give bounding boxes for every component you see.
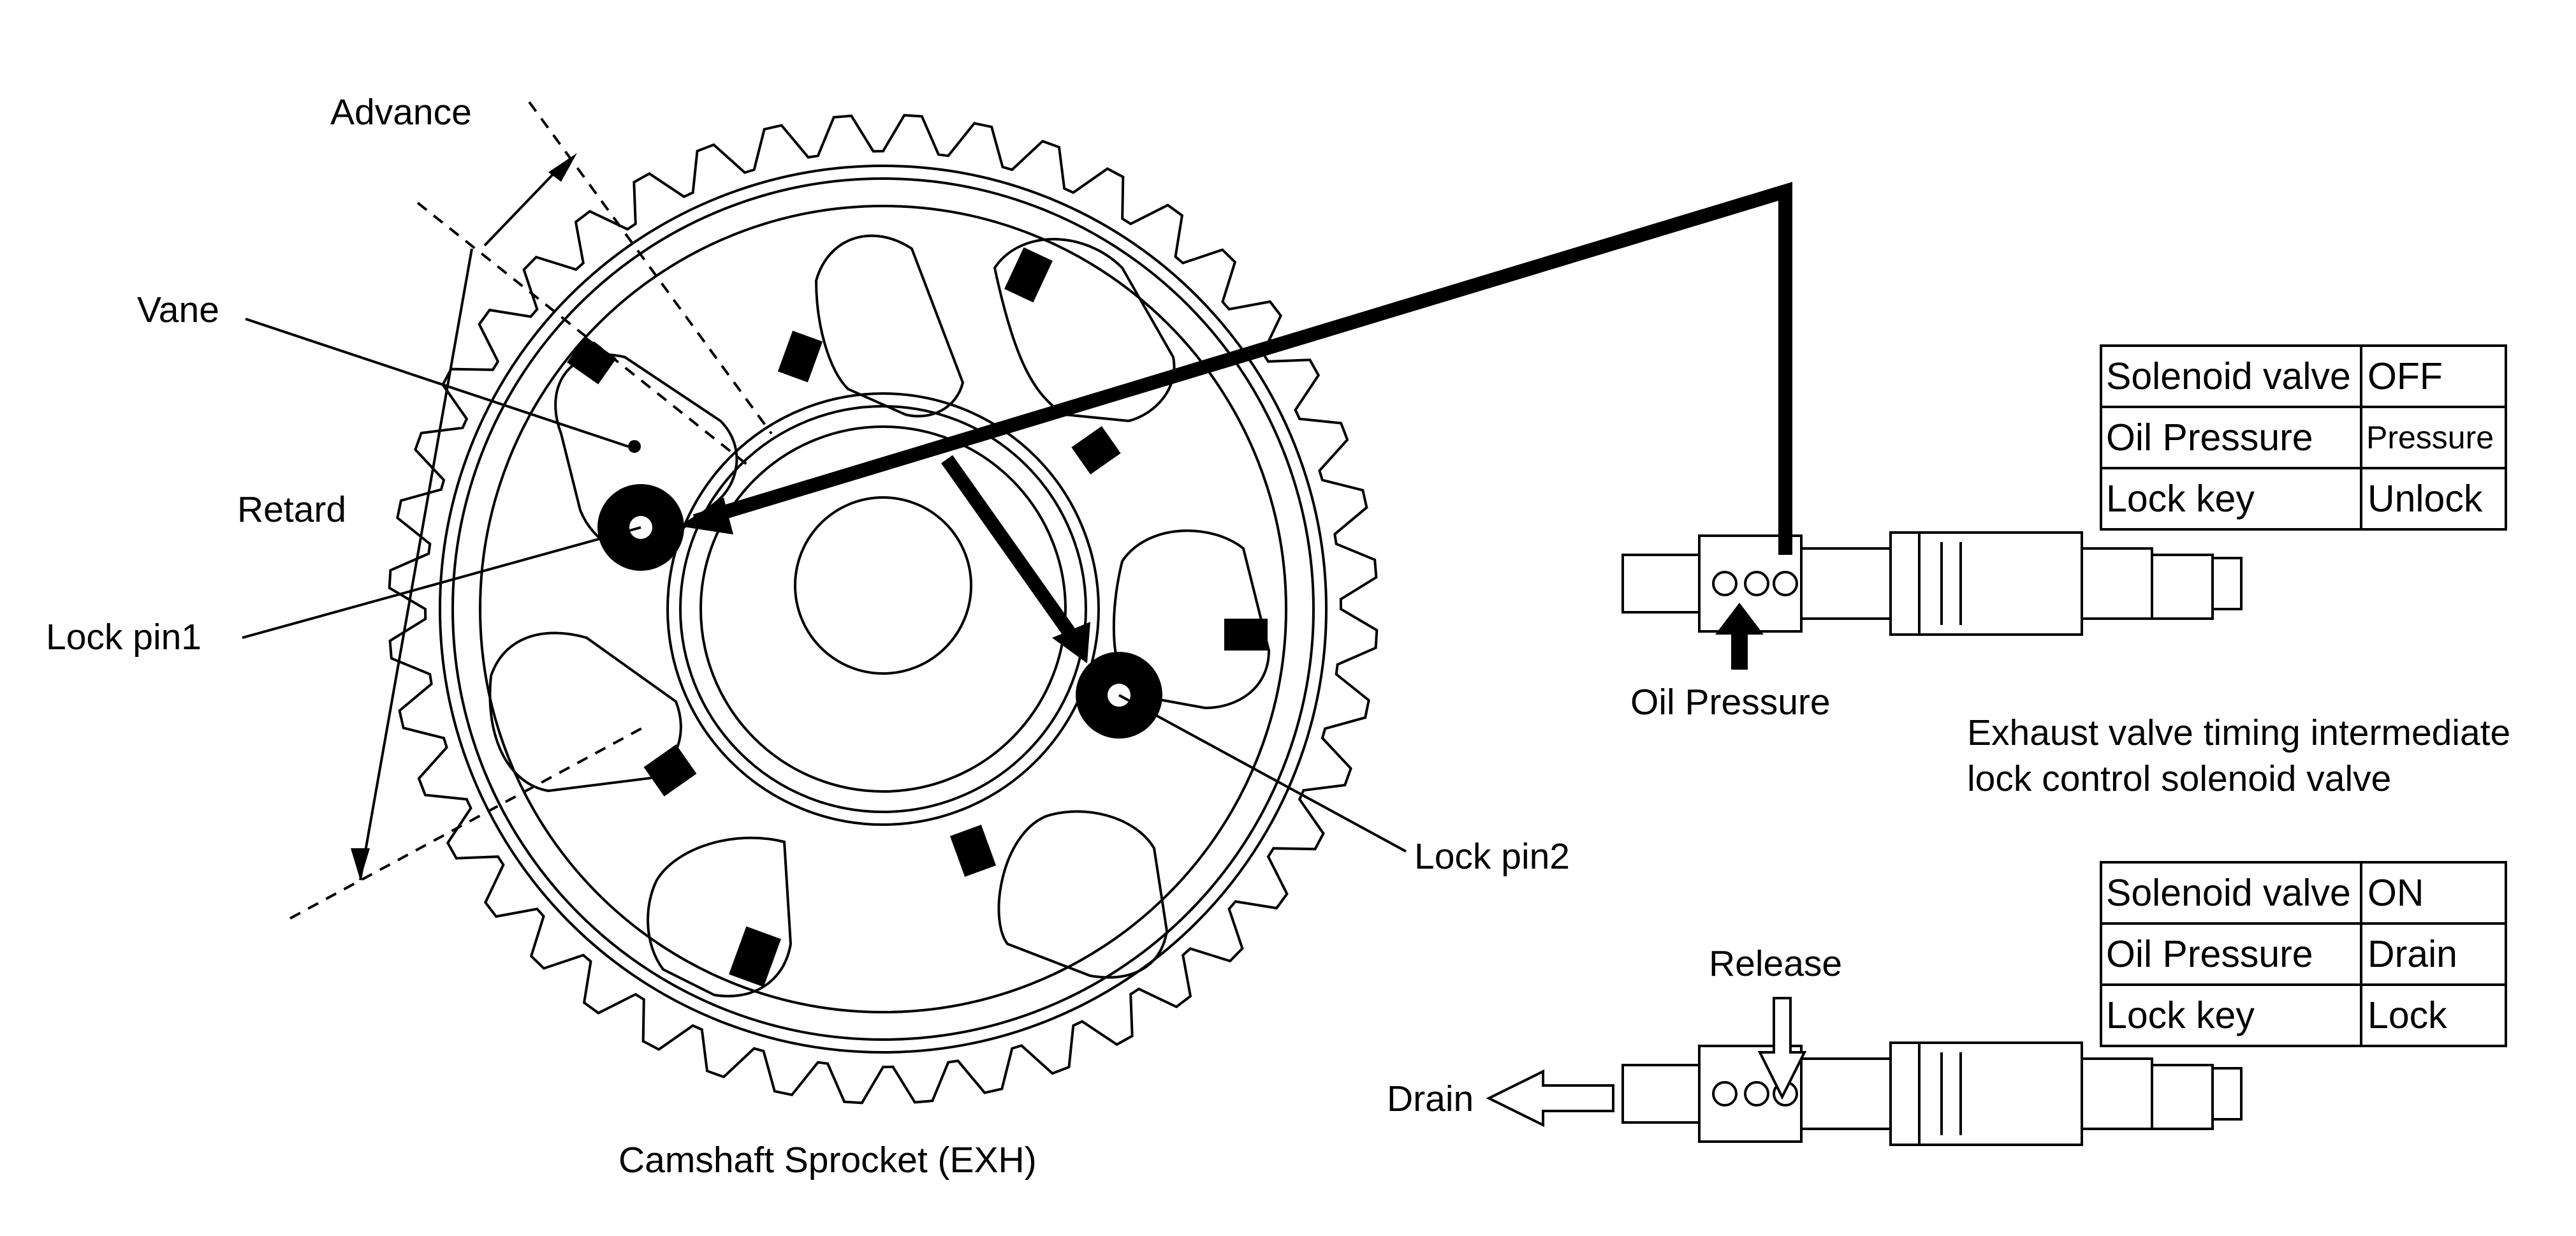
vane-seal bbox=[643, 744, 697, 797]
table-on-key: Oil Pressure bbox=[2106, 933, 2313, 975]
oil-flow-arrows bbox=[679, 182, 1792, 663]
state-table-on: Solenoid valve ON Oil Pressure Drain Loc… bbox=[2100, 861, 2507, 1047]
table-on-value: ON bbox=[2367, 872, 2424, 914]
valve-caption-line1: Exhaust valve timing intermediate bbox=[1967, 712, 2510, 753]
table-off-value: Unlock bbox=[2367, 478, 2483, 520]
table-on-key: Lock key bbox=[2106, 994, 2255, 1036]
center-bore bbox=[794, 496, 972, 675]
table-off-key: Oil Pressure bbox=[2106, 416, 2313, 459]
vane-seal bbox=[567, 336, 617, 385]
drain-arrow bbox=[1486, 1069, 1614, 1128]
drain-label: Drain bbox=[1387, 1078, 1474, 1119]
sprocket-caption: Camshaft Sprocket (EXH) bbox=[618, 1140, 1037, 1181]
lock-pin1-label: Lock pin1 bbox=[46, 617, 201, 658]
table-off-key: Lock key bbox=[2106, 478, 2255, 520]
sprocket-teeth bbox=[388, 114, 1379, 1105]
release-label: Release bbox=[1709, 943, 1842, 984]
vane-seal bbox=[729, 926, 781, 987]
release-arrow bbox=[1757, 997, 1807, 1100]
vane-seal bbox=[1071, 426, 1121, 475]
valve-caption-line2: lock control solenoid valve bbox=[1967, 758, 2391, 799]
camshaft-sprocket bbox=[439, 165, 1328, 1054]
solenoid-valve-on bbox=[1621, 1041, 2243, 1146]
advance-label: Advance bbox=[330, 92, 472, 133]
vane-dot bbox=[628, 440, 641, 453]
vane-label: Vane bbox=[137, 290, 219, 330]
solenoid-valve-off bbox=[1621, 531, 2243, 636]
table-on-key: Solenoid valve bbox=[2106, 872, 2351, 914]
table-on-value: Lock bbox=[2367, 994, 2447, 1036]
oil-pressure-label: Oil Pressure bbox=[1630, 682, 1831, 723]
vane-seal bbox=[949, 825, 997, 877]
oil-pressure-inlet-arrow bbox=[1715, 603, 1764, 670]
table-off-value: OFF bbox=[2367, 355, 2443, 397]
table-on-value: Drain bbox=[2367, 933, 2457, 975]
table-off-value: Pressure bbox=[2366, 420, 2494, 455]
state-table-off: Solenoid valve OFF Oil Pressure Pressure… bbox=[2100, 344, 2507, 531]
lock-pin2-label: Lock pin2 bbox=[1414, 836, 1570, 877]
vane-seal bbox=[1004, 247, 1053, 303]
retard-label: Retard bbox=[237, 489, 346, 530]
table-off-key: Solenoid valve bbox=[2106, 355, 2351, 397]
vane-seal bbox=[1224, 619, 1268, 651]
angle-reference-lines bbox=[289, 101, 773, 920]
rotor-hub bbox=[666, 392, 1100, 826]
leader-lines bbox=[242, 318, 1407, 853]
vane-seal bbox=[777, 330, 823, 383]
